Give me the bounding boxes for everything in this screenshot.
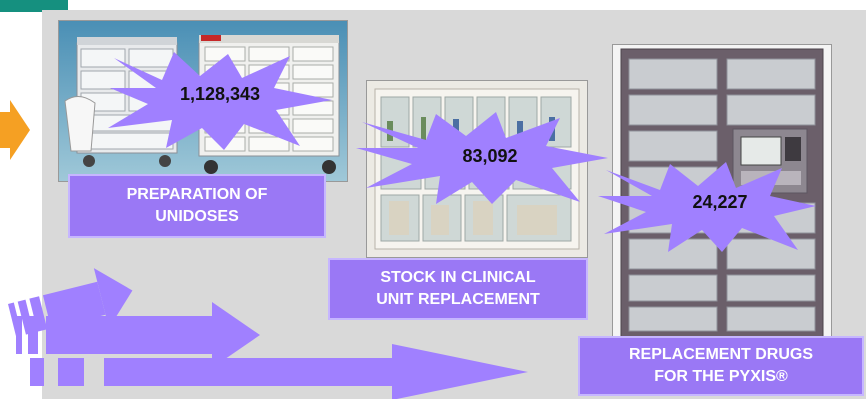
stage-label-line2: UNIT REPLACEMENT xyxy=(376,291,540,308)
arrow-right-icon xyxy=(16,302,260,368)
orange-arrow-icon xyxy=(0,100,30,160)
stage-label-line1: STOCK IN CLINICAL xyxy=(380,269,536,287)
unidose-count: 1,128,343 xyxy=(179,84,261,104)
pyxis-count: 24,227 xyxy=(692,192,748,212)
starburst-icon xyxy=(598,162,816,252)
corner-tab xyxy=(0,0,68,12)
stage-label-line1: REPLACEMENT DRUGS xyxy=(628,346,813,364)
stage-label-pyxis: REPLACEMENT DRUGS FOR THE PYXIS® xyxy=(578,336,864,396)
stage-label-preparation: PREPARATION OF UNIDOSES xyxy=(68,174,326,238)
stock-count: 83,092 xyxy=(462,146,518,166)
starburst-icon xyxy=(356,112,608,204)
stage-label-line2: UNIDOSES xyxy=(155,208,239,225)
stage-label-line1: PREPARATION OF xyxy=(126,186,268,204)
flow-arrows xyxy=(7,268,528,399)
stage-label-stock: STOCK IN CLINICAL UNIT REPLACEMENT xyxy=(328,258,588,320)
stage-label-line2: FOR THE PYXIS® xyxy=(654,368,788,385)
starburst-icon xyxy=(108,52,332,150)
arrow-right-icon xyxy=(30,344,528,399)
